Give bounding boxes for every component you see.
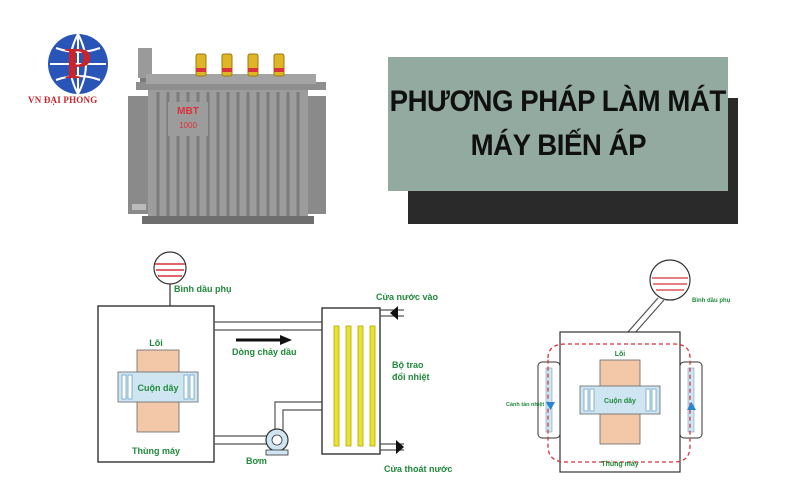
label-exchanger-1: Bộ trao: [392, 360, 424, 370]
conservator-tank-right: [649, 259, 691, 301]
oil-circulation-path: [547, 343, 691, 463]
brand-name: VN ĐẠI PHONG: [28, 95, 98, 105]
label-core: Lõi: [149, 338, 163, 348]
transformer-illustration: MBT 1000: [128, 48, 326, 224]
cooling-diagrams: Bình dầu phụ Lõi Cuộn dây Thùng máy Dòng…: [97, 251, 731, 474]
conservator-tank: [153, 251, 187, 285]
label-oil-flow: Dòng chảy dầu: [232, 347, 297, 357]
label-tank-right: Thùng máy: [601, 461, 638, 468]
label-pump: Bơm: [246, 456, 267, 466]
nameplate-model: MBT: [177, 106, 199, 117]
company-logo: P: [48, 33, 108, 95]
label-winding: Cuộn dây: [137, 383, 178, 393]
forced-oil-water-diagram: Bình dầu phụ Lõi Cuộn dây Thùng máy Dòng…: [97, 251, 452, 474]
title-line-1: PHƯƠNG PHÁP LÀM MÁT: [389, 85, 727, 118]
nameplate-rating: 1000: [179, 121, 197, 130]
label-conservator-right: Bình dầu phụ: [692, 298, 731, 304]
label-fins: Cánh tản nhiệt: [506, 402, 544, 408]
label-water-out: Cửa thoát nước: [384, 464, 452, 474]
label-winding-right: Cuộn dây: [604, 398, 636, 405]
label-conservator: Bình dầu phụ: [174, 284, 232, 294]
label-water-in: Cửa nước vào: [376, 292, 438, 302]
label-core-right: Lõi: [615, 351, 626, 358]
natural-oil-air-diagram: Bình dầu phụ Lõi Cuộn dây Cánh tản nhiệt…: [506, 259, 731, 473]
title-line-2: MÁY BIẾN ÁP: [470, 129, 646, 162]
label-tank: Thùng máy: [132, 446, 180, 456]
label-exchanger-2: đổi nhiệt: [392, 372, 430, 382]
logo-mark: P: [65, 39, 92, 88]
title-banner: PHƯƠNG PHÁP LÀM MÁT MÁY BIẾN ÁP: [388, 57, 728, 191]
